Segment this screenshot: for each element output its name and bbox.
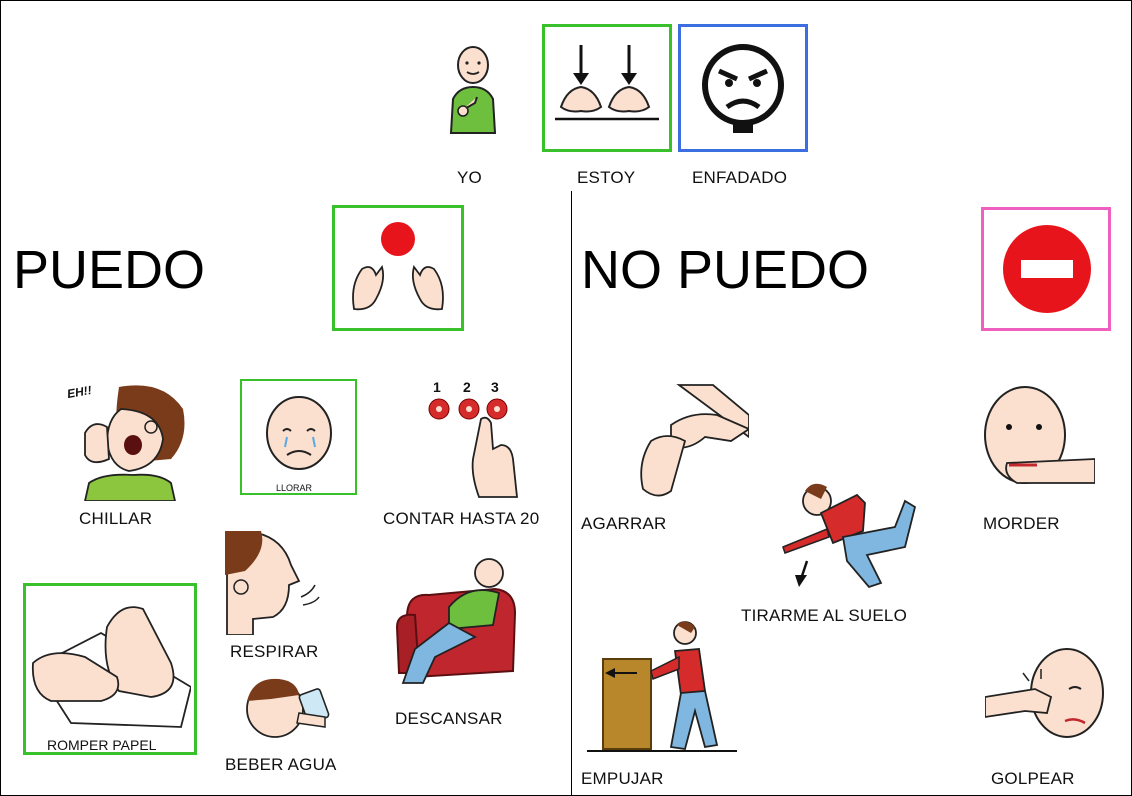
label-descansar: DESCANSAR — [395, 709, 503, 728]
romper-papel-icon — [31, 597, 191, 729]
label-romper: ROMPER PAPEL — [47, 737, 157, 753]
center-divider — [571, 191, 572, 795]
word-estoy: ESTOY — [577, 168, 636, 187]
estoy-card-frame — [542, 24, 672, 152]
descansar-icon — [389, 553, 525, 687]
word-yo: YO — [457, 168, 482, 187]
respirar-icon — [223, 531, 321, 635]
golpear-icon — [985, 627, 1107, 751]
num-2: 2 — [463, 379, 471, 395]
beber-agua-icon — [241, 673, 341, 743]
label-agarrar: AGARRAR — [581, 514, 667, 533]
label-tirarme: TIRARME AL SUELO — [741, 606, 908, 625]
puedo-card-frame — [332, 205, 464, 331]
llorar-card-frame — [240, 379, 357, 495]
no-puedo-title: NO PUEDO — [581, 240, 870, 300]
morder-icon — [977, 379, 1095, 499]
ball-hands-icon — [346, 219, 450, 319]
yo-pointing-icon — [441, 37, 505, 137]
agarrar-icon — [631, 381, 749, 501]
label-morder: MORDER — [983, 514, 1060, 533]
puedo-title: PUEDO — [13, 240, 206, 300]
empujar-icon — [587, 619, 737, 755]
num-1: 1 — [433, 379, 441, 395]
chillar-icon — [63, 379, 193, 501]
angry-face-icon — [693, 41, 793, 136]
no-puedo-card-frame — [981, 207, 1111, 331]
label-beber: BEBER AGUA — [225, 755, 337, 774]
label-golpear: GOLPEAR — [991, 769, 1075, 788]
label-llorar: LLORAR — [276, 483, 313, 493]
label-empujar: EMPUJAR — [581, 769, 664, 788]
num-3: 3 — [491, 379, 499, 395]
label-chillar: CHILLAR — [79, 509, 153, 528]
contar-icon — [421, 379, 529, 501]
crying-face-icon — [257, 393, 341, 477]
tirarme-icon — [777, 471, 917, 591]
estoy-hands-icon — [551, 41, 663, 131]
no-entry-icon — [1001, 223, 1093, 315]
enfadado-card-frame — [678, 24, 808, 152]
label-contar: CONTAR HASTA 20 — [383, 509, 540, 528]
romper-card-frame — [23, 583, 197, 755]
word-enfadado: ENFADADO — [692, 168, 788, 187]
label-respirar: RESPIRAR — [230, 642, 319, 661]
